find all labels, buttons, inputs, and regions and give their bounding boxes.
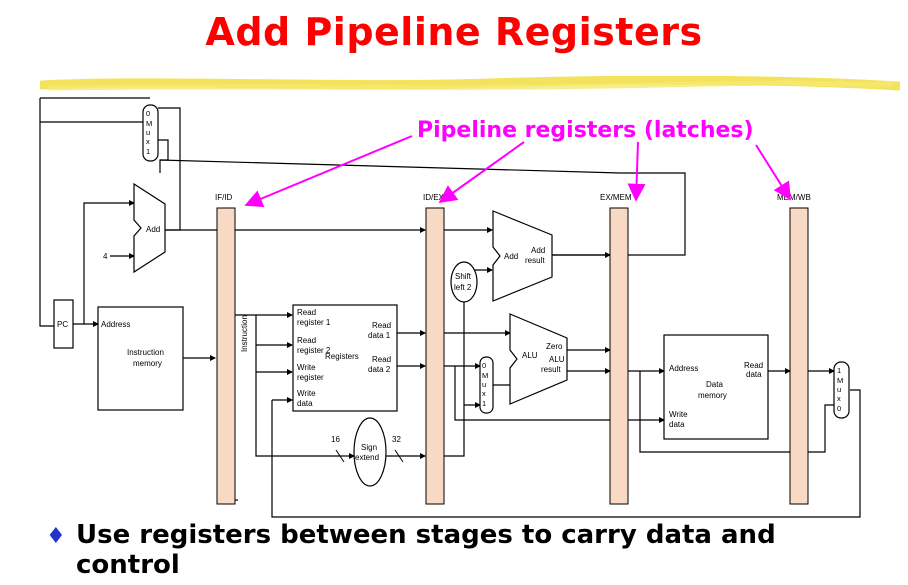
wires [39,97,861,518]
branch-adder-result-1: Add [531,246,545,255]
svg-text:Read: Read [372,355,391,364]
imem-label-1: Instruction [127,348,164,357]
alu-result-label-2: result [541,365,561,374]
svg-text:x: x [482,389,486,398]
shift-label-2: left 2 [454,283,472,292]
mem-wb-register [789,207,809,505]
pipeline-registers: IF/ID ID/EX EX/MEM MEM/WB Instruction [215,193,811,505]
svg-text:1: 1 [146,147,150,156]
svg-text:0: 0 [482,361,486,370]
svg-text:u: u [482,380,486,389]
svg-text:register 2: register 2 [297,346,331,355]
svg-text:data 2: data 2 [368,365,391,374]
svg-text:Read: Read [297,336,316,345]
mem-wb-label: MEM/WB [777,193,811,202]
svg-text:1: 1 [837,366,841,375]
svg-text:register 1: register 1 [297,318,331,327]
svg-text:Read: Read [372,321,391,330]
sign-extend-label-2: extend [355,453,379,462]
ex-mem-label: EX/MEM [600,193,632,202]
if-id-register [216,207,236,505]
instruction-memory [97,306,184,411]
sign-extend [353,417,387,487]
svg-text:M: M [837,376,843,385]
svg-text:data: data [669,420,685,429]
svg-text:M: M [482,371,488,380]
width-32: 32 [392,435,401,444]
wb-mux [833,361,850,419]
callout-label: Pipeline registers (latches) [417,118,754,143]
bullet-text: Use registers between stages to carry da… [76,520,776,580]
branch-adder-result-2: result [525,256,545,265]
svg-text:Read: Read [297,308,316,317]
alu-src-mux-labels: 0 M u x 1 [482,361,488,408]
constant-four: 4 [103,252,108,261]
alu-zero-label: Zero [546,342,563,351]
svg-text:data: data [297,399,313,408]
imem-address-label: Address [101,320,130,329]
svg-text:x: x [837,394,841,403]
svg-text:x: x [146,137,150,146]
alu-label: ALU [522,351,538,360]
diamond-bullet-icon: ♦ [46,524,66,549]
id-ex-register [425,207,445,505]
pc-box [53,299,74,349]
svg-text:u: u [837,385,841,394]
id-ex-label: ID/EX [423,193,445,202]
pc-adder [133,182,166,274]
if-id-label: IF/ID [215,193,233,202]
svg-text:0: 0 [837,404,841,413]
data-memory [663,334,769,440]
register-file-labels: Read register 1 Read register 2 Register… [297,308,391,408]
svg-text:u: u [146,128,150,137]
svg-text:Write: Write [669,410,688,419]
svg-text:0: 0 [146,109,150,118]
top-mux-labels: 0 M u x 1 [146,109,152,156]
imem-label-2: memory [133,359,162,368]
svg-text:data 1: data 1 [368,331,391,340]
svg-text:memory: memory [698,391,727,400]
wb-mux-labels: 1 M u x 0 [837,366,843,413]
svg-text:M: M [146,119,152,128]
branch-adder-label: Add [504,252,518,261]
alu-src-mux [479,356,494,414]
svg-text:Write: Write [297,363,316,372]
data-memory-labels: Address Read data Data memory Write data [669,361,763,429]
wire-mux-to-pc [39,98,143,327]
branch-adder [492,210,553,302]
width-16: 16 [331,435,340,444]
svg-text:1: 1 [482,399,486,408]
svg-text:Write: Write [297,389,316,398]
svg-text:Read: Read [744,361,763,370]
sign-extend-label-1: Sign [361,443,377,452]
shift-label-1: Shift [455,272,472,281]
pc-adder-label: Add [146,225,160,234]
callout-arrows [244,135,791,208]
slide-title: Add Pipeline Registers [205,10,703,54]
alu-result-label-1: ALU [549,355,565,364]
svg-text:register: register [297,373,324,382]
shift-left-2 [450,261,478,303]
highlighter-stroke [40,76,900,91]
ex-mem-register [609,207,629,505]
register-file [292,304,398,412]
svg-text:data: data [746,370,762,379]
svg-text:Address: Address [669,364,698,373]
svg-text:Registers: Registers [325,352,359,361]
alu [509,313,568,405]
svg-text:Data: Data [706,380,723,389]
top-mux [142,104,159,162]
pc-label: PC [57,320,68,329]
instruction-label: Instruction [240,315,249,352]
